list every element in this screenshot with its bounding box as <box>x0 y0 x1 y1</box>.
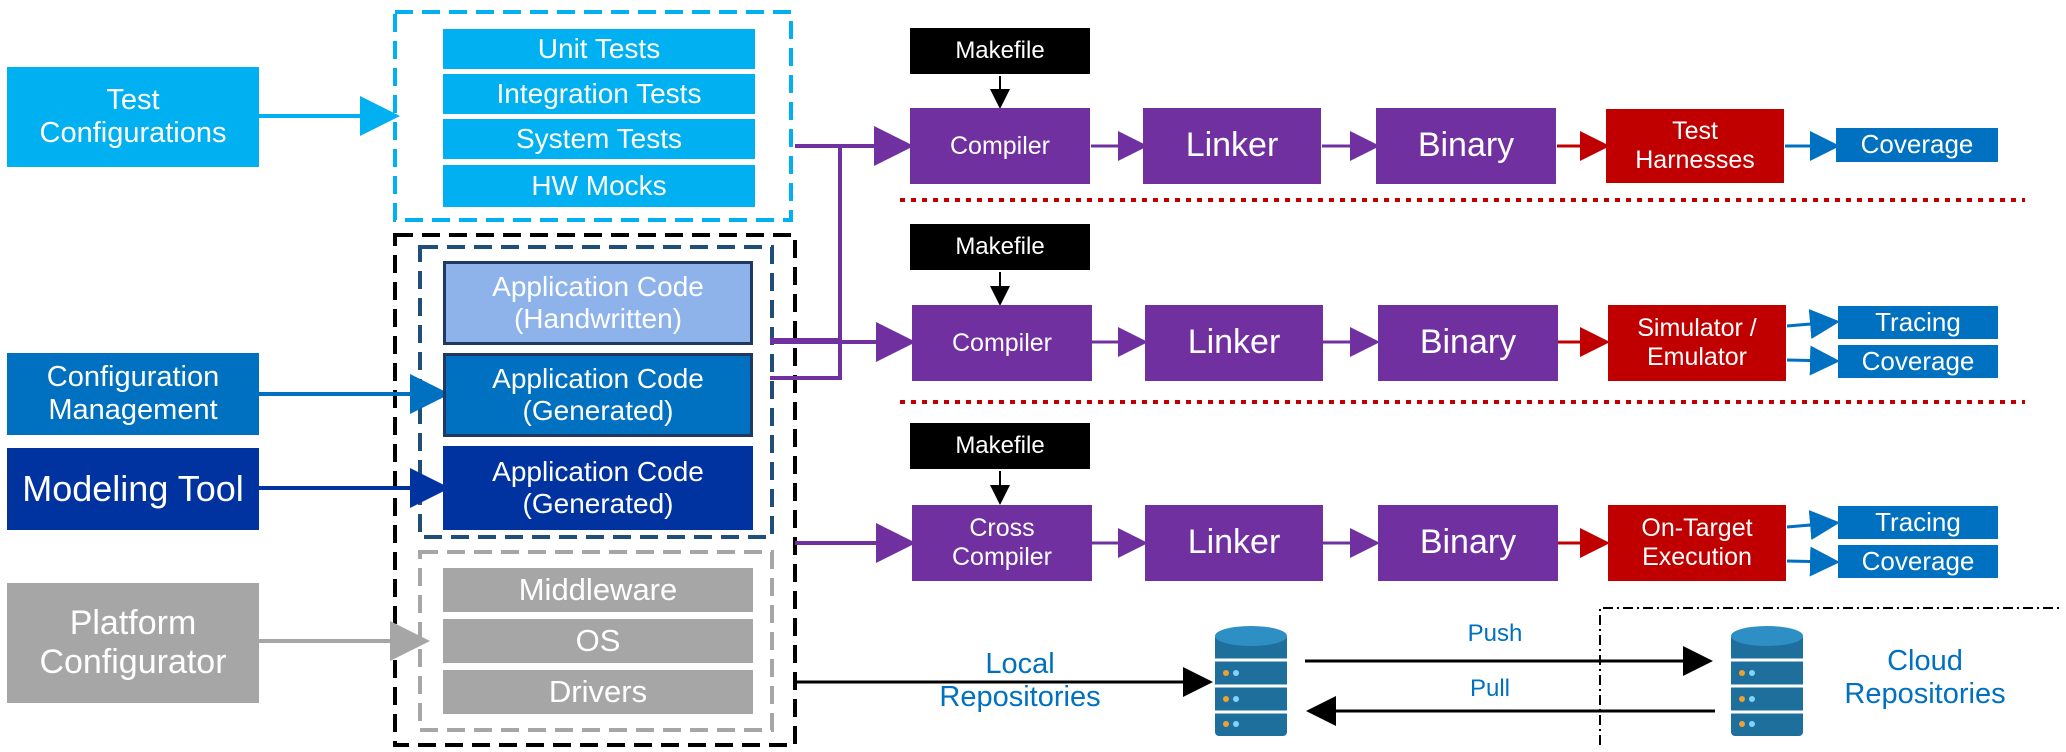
binary-3-label: Binary <box>1419 523 1517 562</box>
pull-label: Pull <box>1469 675 1511 702</box>
test-harnesses-box: Test Harnesses <box>1606 109 1784 183</box>
local-repositories-line2: Repositories <box>939 681 1101 714</box>
tests-container <box>393 10 793 222</box>
test-configurations-line2: Configurations <box>39 117 227 149</box>
coverage-3-box: Coverage <box>1838 545 1998 578</box>
tracing-3-label: Tracing <box>1875 506 1961 537</box>
local-repositories-label: Local Repositories <box>920 648 1120 715</box>
app-code-generated-1-line2: (Generated) <box>522 395 674 426</box>
push-label: Push <box>1467 620 1523 647</box>
configuration-management-line2: Management <box>48 394 218 426</box>
test-harnesses-line1: Test <box>1672 117 1718 146</box>
configuration-management-line1: Configuration <box>46 360 220 393</box>
app-code-generated-1-line1: Application Code <box>492 362 704 394</box>
cross-compiler-box: Cross Compiler <box>912 505 1092 581</box>
local-repositories-line1: Local <box>985 648 1055 680</box>
simulator-emulator-box: Simulator / Emulator <box>1608 305 1786 381</box>
tracing-3-box: Tracing <box>1838 506 1998 539</box>
simulator-emulator-line1: Simulator / <box>1637 314 1757 343</box>
binary-2-label: Binary <box>1419 323 1517 362</box>
os-label: OS <box>575 623 621 659</box>
linker-1-box: Linker <box>1143 108 1321 184</box>
app-code-generated-1-box: Application Code (Generated) <box>443 353 753 437</box>
makefile-2-box: Makefile <box>910 224 1090 270</box>
compiler-1-label: Compiler <box>949 131 1051 160</box>
compiler-2-label: Compiler <box>951 328 1053 357</box>
app-code-handwritten-line2: (Handwritten) <box>513 303 683 334</box>
linker-3-box: Linker <box>1145 505 1323 581</box>
configuration-management-box: Configuration Management <box>7 353 259 435</box>
makefile-3-label: Makefile <box>955 432 1045 460</box>
coverage-2-label: Coverage <box>1861 345 1975 376</box>
cloud-repositories-line1: Cloud <box>1887 645 1963 677</box>
app-code-generated-2-line1: Application Code <box>492 455 704 487</box>
unit-tests-label: Unit Tests <box>537 32 661 64</box>
hw-mocks-label: HW Mocks <box>531 169 667 201</box>
makefile-3-box: Makefile <box>910 423 1090 469</box>
drivers-label: Drivers <box>548 674 648 710</box>
local-database-icon <box>1215 626 1287 736</box>
on-target-execution-line2: Execution <box>1642 543 1752 571</box>
test-configurations-line1: Test <box>106 83 160 116</box>
system-tests-box: System Tests <box>443 119 755 159</box>
linker-2-box: Linker <box>1145 305 1323 381</box>
app-code-handwritten-line1: Application Code <box>492 270 704 302</box>
platform-configurator-line1: Platform <box>69 603 197 642</box>
on-target-execution-box: On-Target Execution <box>1608 505 1786 581</box>
makefile-1-label: Makefile <box>955 37 1045 65</box>
platform-configurator-line2: Configurator <box>39 643 227 681</box>
coverage-1-label: Coverage <box>1860 129 1974 160</box>
cross-compiler-line2: Compiler <box>951 543 1053 571</box>
linker-3-label: Linker <box>1187 523 1281 562</box>
linker-2-label: Linker <box>1187 323 1281 362</box>
linker-1-label: Linker <box>1185 126 1279 165</box>
modeling-tool-box: Modeling Tool <box>7 448 259 530</box>
simulator-emulator-line2: Emulator <box>1646 343 1748 371</box>
platform-container <box>418 550 774 732</box>
coverage-2-box: Coverage <box>1838 345 1998 378</box>
test-harnesses-line2: Harnesses <box>1635 146 1755 174</box>
modeling-tool-label: Modeling Tool <box>22 468 244 510</box>
binary-2-box: Binary <box>1378 305 1558 381</box>
code-outer-container <box>393 233 797 747</box>
binary-3-box: Binary <box>1378 505 1558 581</box>
coverage-3-label: Coverage <box>1861 545 1975 576</box>
app-code-generated-2-box: Application Code (Generated) <box>443 446 753 530</box>
compiler-1-box: Compiler <box>910 108 1090 184</box>
integration-tests-box: Integration Tests <box>443 74 755 114</box>
tracing-2-box: Tracing <box>1838 306 1998 339</box>
system-tests-label: System Tests <box>516 122 682 154</box>
os-box: OS <box>443 619 753 663</box>
test-configurations-box: Test Configurations <box>7 67 259 167</box>
cloud-repositories-line2: Repositories <box>1844 678 2006 711</box>
binary-1-label: Binary <box>1417 126 1515 165</box>
makefile-1-box: Makefile <box>910 28 1090 74</box>
cloud-database-icon <box>1731 626 1803 736</box>
app-code-handwritten-box: Application Code (Handwritten) <box>443 261 753 345</box>
cloud-repositories-label: Cloud Repositories <box>1820 645 2030 712</box>
makefile-2-label: Makefile <box>955 233 1045 261</box>
integration-tests-label: Integration Tests <box>496 77 702 109</box>
middleware-box: Middleware <box>443 568 753 612</box>
tracing-2-label: Tracing <box>1875 306 1961 337</box>
coverage-1-box: Coverage <box>1836 128 1998 162</box>
platform-configurator-box: Platform Configurator <box>7 583 259 703</box>
on-target-execution-line1: On-Target <box>1641 514 1753 543</box>
binary-1-box: Binary <box>1376 108 1556 184</box>
compiler-2-box: Compiler <box>912 305 1092 381</box>
cross-compiler-line1: Cross <box>969 514 1035 543</box>
drivers-box: Drivers <box>443 670 753 714</box>
unit-tests-box: Unit Tests <box>443 29 755 69</box>
middleware-label: Middleware <box>518 572 678 608</box>
hw-mocks-box: HW Mocks <box>443 165 755 207</box>
app-code-generated-2-line2: (Generated) <box>522 488 674 519</box>
